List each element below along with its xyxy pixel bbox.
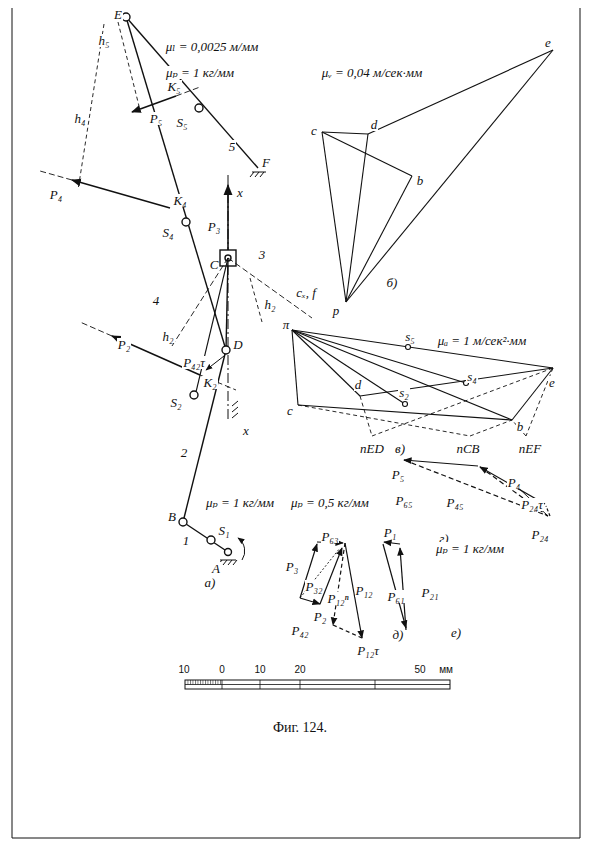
part-label: P₁ — [383, 526, 397, 539]
part-label: cₓ, f — [295, 286, 317, 299]
part-label: e — [548, 376, 556, 389]
part-label: s₄ — [466, 370, 478, 383]
part-label: d — [370, 118, 379, 131]
part-label: nEF — [518, 442, 542, 455]
part-label: P₆₁ — [387, 590, 406, 603]
scale-number: 0 — [218, 665, 226, 675]
part-label: P₆₃ — [321, 530, 340, 543]
part-label: K₅ — [166, 80, 181, 93]
part-label: nCB — [455, 442, 480, 455]
part-label: P₂₄τ — [520, 498, 544, 511]
part-label: e — [544, 36, 552, 49]
part-label: μₚ = 1 кг/мм — [165, 66, 235, 79]
part-label: в) — [394, 442, 406, 455]
scale-number: 20 — [293, 665, 306, 675]
part-label: S₂ — [169, 396, 182, 409]
part-label: б) — [386, 276, 399, 289]
part-label: 5 — [228, 140, 237, 153]
part-label: е) — [450, 626, 462, 639]
part-label: P₁₂τ — [356, 644, 380, 657]
part-label: S₄ — [161, 226, 174, 239]
part-label: F — [261, 156, 271, 169]
part-label: μₚ = 1 кг/мм — [435, 542, 505, 555]
part-label: P₄ — [49, 188, 63, 201]
part-label: P₃ — [207, 220, 221, 233]
part-label: P₃ — [285, 560, 299, 573]
part-label: s₂ — [398, 386, 410, 399]
part-label: μₗ = 0,0025 м/мм — [165, 40, 259, 53]
figure-caption: Фиг. 124. — [272, 721, 328, 735]
part-label: h₅ — [97, 34, 110, 47]
part-label: P₅ — [391, 468, 405, 481]
part-label: P₁₂ⁿ — [326, 592, 349, 605]
part-label: μᵥ = 0,04 м/сек·мм — [321, 66, 424, 79]
part-label: P₂ — [313, 610, 327, 623]
part-label: 2 — [180, 446, 189, 459]
part-label: S₅ — [175, 116, 188, 129]
part-label: 4 — [152, 294, 161, 307]
part-label: P₄ — [507, 476, 521, 489]
part-label: P₃₂ — [305, 580, 324, 593]
part-label: P₄₂τ — [182, 356, 206, 369]
part-label: 1 — [182, 534, 191, 547]
part-label: p — [332, 304, 341, 317]
part-label: B — [167, 510, 177, 523]
part-label: E — [113, 8, 123, 21]
part-label: μₚ = 1 кг/мм — [205, 496, 275, 509]
part-label: P₁₂ — [355, 584, 374, 597]
scale-number: 10 — [177, 665, 190, 675]
scale-number: 50 — [413, 665, 426, 675]
part-label: P₄₂ — [291, 624, 310, 637]
scale-number: мм — [438, 665, 454, 675]
part-label: d — [354, 378, 363, 391]
part-label: K₂ — [202, 376, 217, 389]
part-label: nED — [359, 442, 385, 455]
part-label: x — [242, 424, 250, 437]
part-label: h₂ — [161, 330, 174, 343]
part-label: д) — [392, 628, 405, 641]
part-label: S₁ — [217, 524, 230, 537]
part-label: x — [236, 186, 244, 199]
part-label: b — [416, 174, 425, 187]
part-label: D — [232, 338, 243, 351]
part-label: a) — [204, 576, 217, 589]
part-label: 3 — [258, 248, 267, 261]
part-label: A — [211, 562, 221, 575]
part-label: P₅ — [149, 112, 163, 125]
part-label: c — [310, 124, 318, 137]
part-label: K₄ — [172, 194, 187, 207]
part-label: b — [516, 420, 525, 433]
scale-number: 10 — [253, 665, 266, 675]
part-label: P₂₁ — [421, 586, 440, 599]
part-label: P₄₅ — [446, 496, 465, 509]
part-label: h₄ — [73, 112, 86, 125]
part-label: C — [209, 258, 220, 271]
part-label: μₐ = 1 м/сек²·мм — [437, 334, 527, 347]
part-label: P₂ — [117, 338, 131, 351]
part-label: P₂₄ — [531, 528, 550, 541]
part-label: μₚ = 0,5 кг/мм — [290, 496, 370, 509]
part-label: s₅ — [404, 330, 416, 343]
part-label: π — [282, 318, 291, 331]
part-label: h₂ — [263, 298, 276, 311]
part-label: P₆₅ — [395, 494, 414, 507]
part-label: c — [286, 404, 294, 417]
